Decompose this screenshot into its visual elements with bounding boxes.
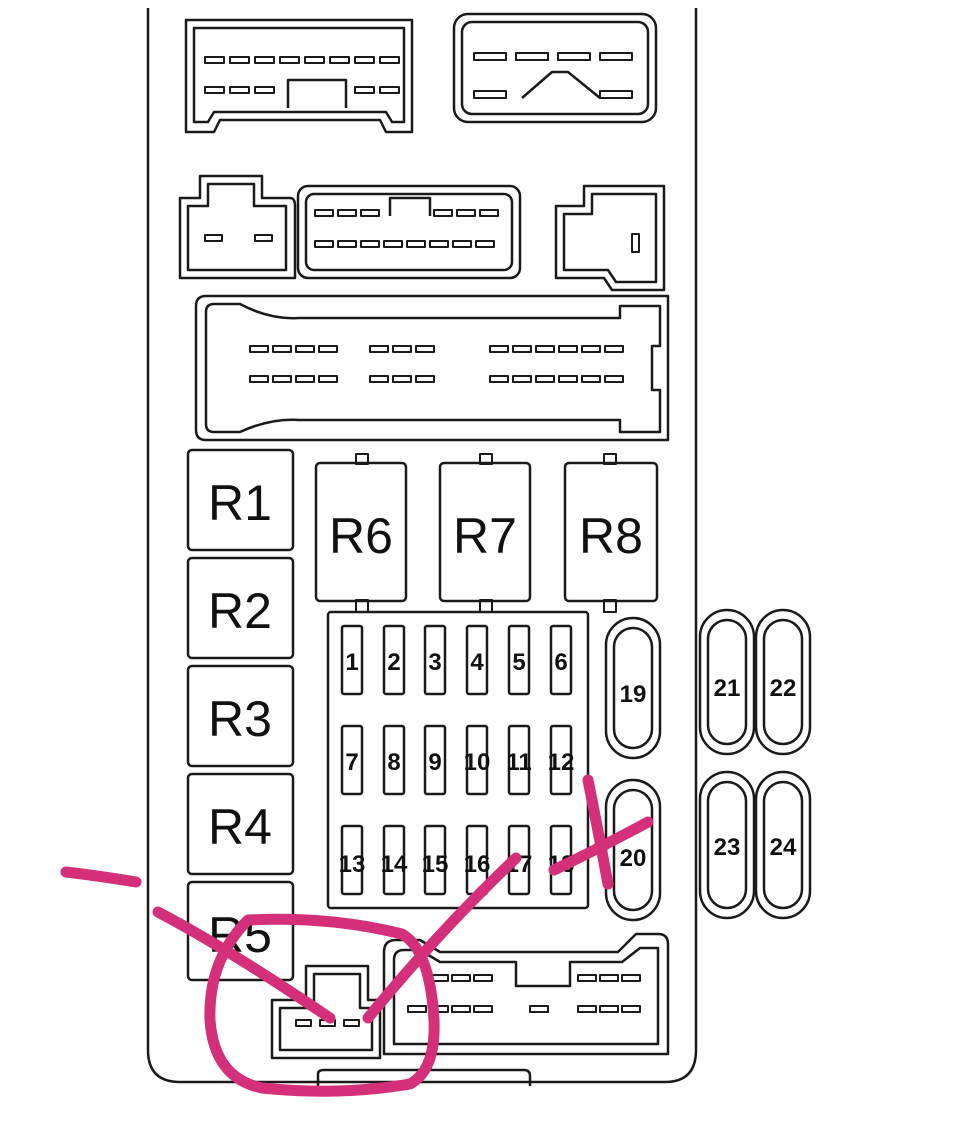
fuse-3-label: 3 — [428, 649, 441, 676]
fuse-23-label: 23 — [714, 834, 741, 861]
fuse-4-label: 4 — [470, 649, 484, 676]
fuse-16-label: 16 — [464, 851, 491, 878]
fuse-6-label: 6 — [554, 649, 567, 676]
fuse-20-label: 20 — [620, 845, 647, 872]
fuse-21-label: 21 — [714, 675, 741, 702]
fuse-2-label: 2 — [387, 649, 400, 676]
connector-small-right — [554, 184, 666, 292]
fuse-20: 20 — [604, 778, 662, 922]
connector-top-left — [184, 18, 414, 134]
fuse-row-2: 7 8 9 10 11 12 — [340, 724, 575, 796]
fuse-23: 23 — [698, 770, 756, 920]
fuse-22-label: 22 — [770, 675, 797, 702]
fuse-row-1: 1 2 3 4 5 6 — [340, 624, 573, 696]
fuse-7-label: 7 — [345, 749, 358, 776]
relay-r2: R2 — [186, 556, 295, 660]
fuse-13-label: 13 — [339, 851, 366, 878]
fuse-14-label: 14 — [381, 851, 408, 878]
relay-r6: R6 — [314, 453, 408, 613]
handwritten-annotations — [60, 774, 654, 1097]
annotation-x-stroke-2 — [548, 816, 654, 876]
fuse-15-label: 15 — [422, 851, 449, 878]
fuse-row-3: 13 14 15 16 17 18 — [339, 824, 574, 896]
connector-top-right — [452, 12, 658, 124]
fuse-24-label: 24 — [770, 834, 797, 861]
annotation-minus-mark — [60, 866, 142, 888]
fuse-12-label: 12 — [548, 749, 575, 776]
fuse-21: 21 — [698, 608, 756, 756]
connector-small-left — [178, 174, 297, 280]
fuse-5-label: 5 — [512, 649, 525, 676]
relay-r4-label: R4 — [208, 799, 272, 855]
fuse-11-label: 11 — [506, 749, 531, 776]
relay-r6-label: R6 — [329, 508, 393, 564]
annotation-circle — [204, 913, 440, 1097]
relay-r1-label: R1 — [208, 475, 272, 531]
fuse-1-label: 1 — [345, 649, 358, 676]
fuse-22: 22 — [754, 608, 812, 756]
connector-large-wide — [194, 294, 670, 442]
mini-fuse-block: 1 2 3 4 5 6 7 8 9 10 11 12 — [326, 610, 590, 910]
relay-r3-label: R3 — [208, 691, 272, 747]
connector-bottom-left — [270, 964, 382, 1060]
annotation-x-stroke-1 — [582, 774, 614, 890]
fuse-19: 19 — [604, 616, 662, 760]
relay-r7-label: R7 — [453, 508, 517, 564]
fuse-10-label: 10 — [464, 749, 491, 776]
fuse-box-housing — [146, 8, 698, 1084]
fuse-19-label: 19 — [620, 681, 647, 708]
fuse-9-label: 9 — [428, 749, 441, 776]
relay-r2-label: R2 — [208, 583, 272, 639]
annotation-check-line — [362, 852, 522, 1024]
relay-r7: R7 — [438, 453, 532, 613]
connector-middle — [296, 184, 522, 280]
relay-r4: R4 — [186, 772, 295, 876]
fuse-8-label: 8 — [387, 749, 400, 776]
fuse-24: 24 — [754, 770, 812, 920]
relay-r1: R1 — [186, 448, 295, 552]
relay-r8-label: R8 — [579, 508, 643, 564]
relay-r8: R8 — [563, 453, 659, 613]
relay-r3: R3 — [186, 664, 295, 768]
annotation-strike-line — [152, 906, 336, 1024]
